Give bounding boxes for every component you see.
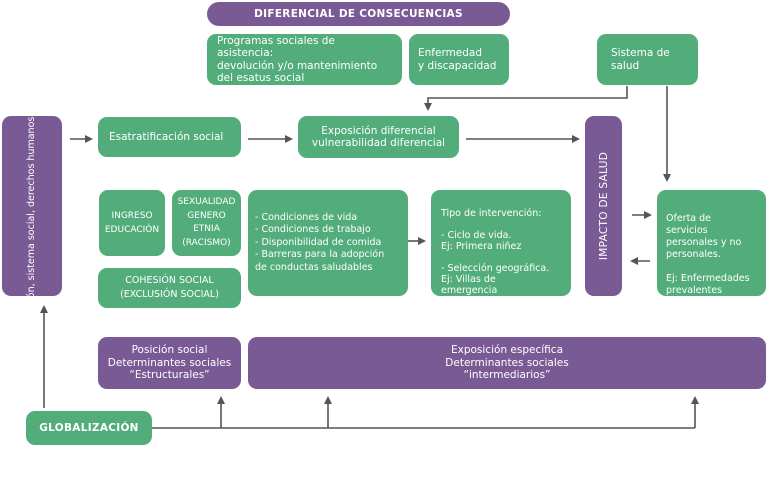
posicion-social-box: Posición social Determinantes sociales “… <box>98 337 241 389</box>
header-diferencial-consecuencias: DIFERENCIAL DE CONSECUENCIAS <box>207 2 510 26</box>
tipo-intervencion-box: Tipo de intervención: - Ciclo de vida. E… <box>431 190 571 296</box>
sexualidad-box: SEXUALIDAD GENERO ETNIA (RACISMO) <box>172 190 241 256</box>
oferta-servicios-text: Oferta de servicios personales y no pers… <box>666 213 750 296</box>
cohesion-social-text: COHESIÓN SOCIAL (EXCLUSIÓN SOCIAL) <box>120 275 219 300</box>
sexualidad-text: SEXUALIDAD GENERO ETNIA (RACISMO) <box>177 197 236 248</box>
exposicion-especifica-box: Exposición específica Determinantes soci… <box>248 337 766 389</box>
enfermedad-text: Enfermedad y discapacidad <box>418 47 497 72</box>
posicion-social-text: Posición social Determinantes sociales “… <box>107 344 232 382</box>
enfermedad-box: Enfermedad y discapacidad <box>409 34 509 85</box>
condiciones-text: - Condiciones de vida - Condiciones de t… <box>255 211 385 273</box>
arrow-sistema-exposicion <box>424 86 628 111</box>
sistema-salud-box: Sistema de salud <box>597 34 698 85</box>
exposicion-diferencial-text: Exposición diferencial vulnerabilidad di… <box>311 124 446 150</box>
contexto-social-box: Contexto social y político. Cultura, rel… <box>2 0 62 488</box>
impacto-salud-text: IMPACTO DE SALUD <box>597 151 610 261</box>
exposicion-diferencial-box: Exposición diferencial vulnerabilidad di… <box>298 116 459 158</box>
header-title: DIFERENCIAL DE CONSECUENCIAS <box>254 8 463 20</box>
ingreso-educacion-box: INGRESO EDUCACIÓN <box>99 190 165 256</box>
ingreso-educacion-text: INGRESO EDUCACIÓN <box>104 211 160 235</box>
exposicion-especifica-text: Exposición específica Determinantes soci… <box>445 344 569 382</box>
globalizacion-box: GLOBALIZACIÓN <box>26 411 152 445</box>
estratificacion-box: Esatratificación social <box>98 117 241 157</box>
impacto-salud-box: IMPACTO DE SALUD <box>585 116 622 296</box>
programas-sociales-text: Programas sociales de asistencia: devolu… <box>217 34 378 85</box>
programas-sociales-box: Programas sociales de asistencia: devolu… <box>207 34 402 85</box>
connector-arrows <box>40 86 699 429</box>
oferta-servicios-box: Oferta de servicios personales y no pers… <box>657 190 766 296</box>
globalizacion-text: GLOBALIZACIÓN <box>39 422 139 434</box>
tipo-intervencion-text: Tipo de intervención: - Ciclo de vida. E… <box>441 208 550 296</box>
estratificacion-text: Esatratificación social <box>109 130 224 143</box>
sistema-salud-text: Sistema de salud <box>611 47 670 72</box>
condiciones-box: - Condiciones de vida - Condiciones de t… <box>248 190 408 296</box>
cohesion-social-box: COHESIÓN SOCIAL (EXCLUSIÓN SOCIAL) <box>98 268 241 308</box>
